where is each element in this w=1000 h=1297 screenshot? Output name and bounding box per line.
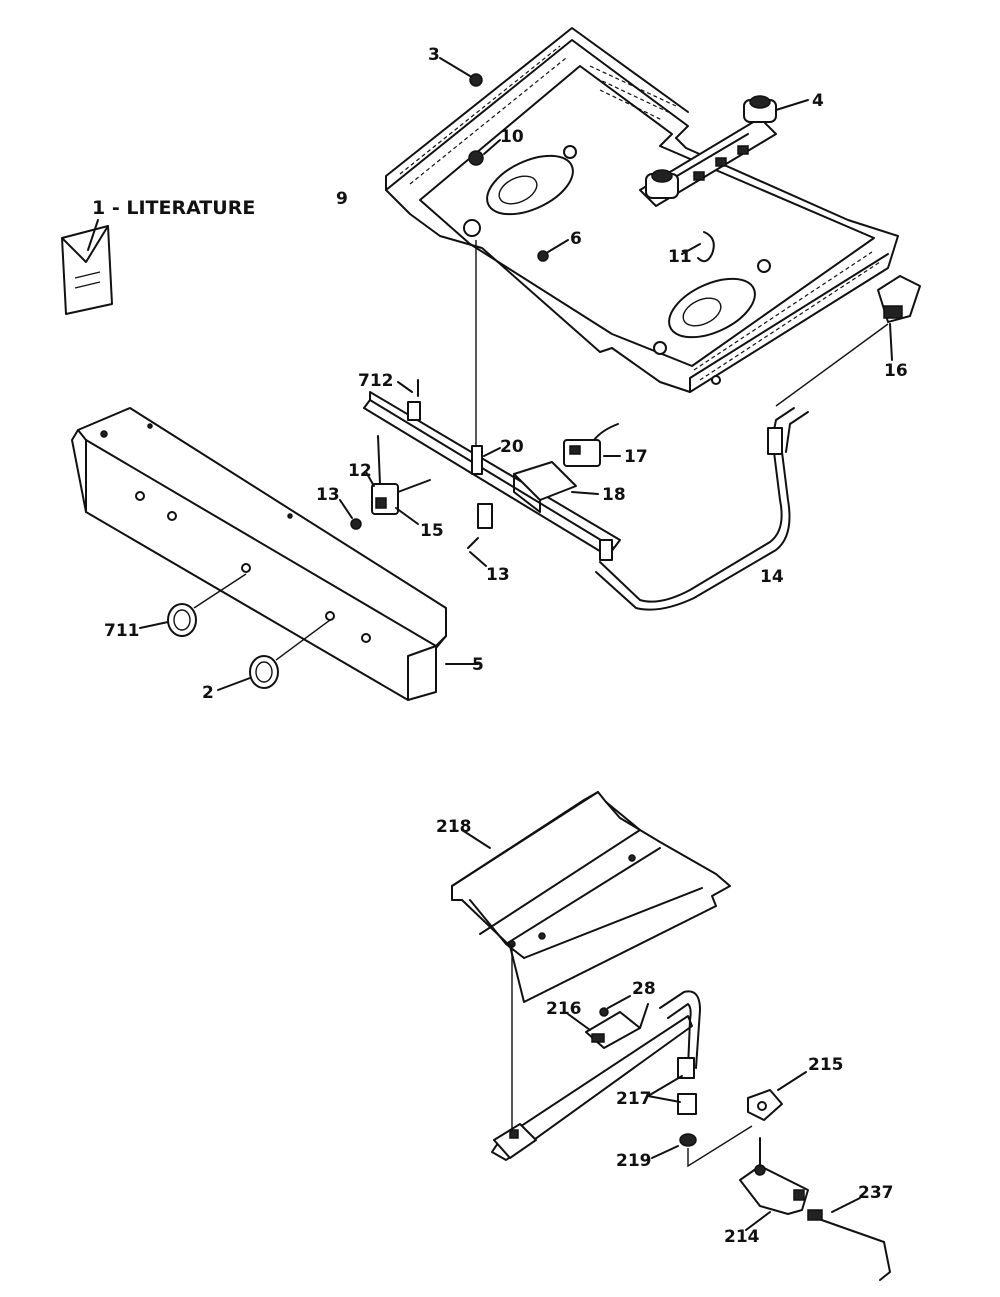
- screw-3: [439, 57, 483, 87]
- heat-shield-218: [451, 791, 731, 1003]
- callout-219: 219: [616, 1151, 652, 1171]
- fitting-217: [647, 1075, 697, 1115]
- clip-712: [397, 381, 413, 393]
- wire-237: [807, 1197, 891, 1281]
- callout-13b: 13: [486, 565, 510, 585]
- orifice-20: [471, 445, 501, 475]
- callout-10: 10: [500, 127, 524, 147]
- callout-3: 3: [428, 45, 440, 65]
- burner-box: [385, 27, 899, 393]
- callout-16: 16: [884, 361, 908, 381]
- knob-711: [139, 573, 247, 637]
- callout-711: 711: [104, 621, 140, 641]
- callout-712: 712: [358, 371, 394, 391]
- callout-11: 11: [668, 247, 692, 267]
- callout-15: 15: [420, 521, 444, 541]
- literature-envelope: [61, 219, 113, 315]
- knob-2: [217, 619, 331, 691]
- callout-20: 20: [500, 437, 524, 457]
- callout-9: 9: [336, 189, 348, 209]
- supply-tube-14: [595, 323, 889, 611]
- callout-14: 14: [760, 567, 784, 587]
- callout-218: 218: [436, 817, 472, 837]
- literature-label: 1 - LITERATURE: [92, 197, 255, 219]
- callout-6: 6: [570, 229, 582, 249]
- callout-216: 216: [546, 999, 582, 1019]
- electrode-216: [567, 1003, 649, 1049]
- control-panel-5: [71, 407, 479, 701]
- callout-5: 5: [472, 655, 484, 675]
- clip-6: [537, 239, 569, 262]
- manifold-pipe: [363, 379, 621, 561]
- callout-215: 215: [808, 1055, 844, 1075]
- burner-valve-12-15: [365, 435, 431, 525]
- callout-12: 12: [348, 461, 372, 481]
- callout-28: 28: [632, 979, 656, 999]
- grommet-10: [468, 139, 501, 166]
- spark-module-16: [877, 275, 921, 361]
- callout-237: 237: [858, 1183, 894, 1203]
- callout-214: 214: [724, 1227, 760, 1247]
- screw-13b: [467, 537, 487, 567]
- callout-labels: 3 4 10 9 6 11 16 712 20 17 18 12 13 15 1…: [104, 45, 908, 1247]
- spark-module-214: [739, 1137, 809, 1231]
- callout-18: 18: [602, 485, 626, 505]
- callout-17: 17: [624, 447, 648, 467]
- callout-4: 4: [812, 91, 824, 111]
- bracket-18: [513, 461, 599, 513]
- lower-manifold: [491, 990, 701, 1161]
- callout-2: 2: [202, 683, 214, 703]
- bracket-215: [747, 1071, 807, 1121]
- callout-217: 217: [616, 1089, 652, 1109]
- clip-11: [681, 231, 715, 263]
- screw-28: [599, 995, 631, 1017]
- igniter-switch-assembly: [639, 95, 809, 207]
- callout-13a: 13: [316, 485, 340, 505]
- valve-17: [563, 423, 621, 467]
- nut-219: [651, 1125, 753, 1168]
- screw-13a: [339, 499, 362, 530]
